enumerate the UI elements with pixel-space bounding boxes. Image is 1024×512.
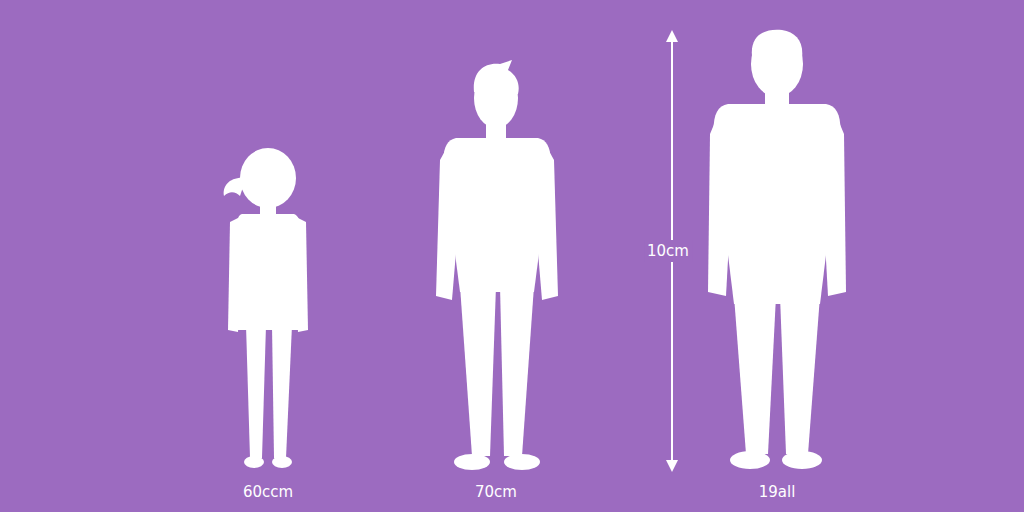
dimension-label: 10cm	[644, 240, 692, 262]
height-label: 60ccm	[243, 483, 293, 501]
height-label: 70cm	[475, 483, 517, 501]
arrow-head	[666, 30, 678, 42]
height-label: 19all	[759, 483, 796, 501]
young-man-silhouette	[436, 60, 558, 470]
man-silhouette	[708, 30, 846, 469]
arrow-head	[666, 460, 678, 472]
girl-silhouette	[224, 148, 308, 468]
